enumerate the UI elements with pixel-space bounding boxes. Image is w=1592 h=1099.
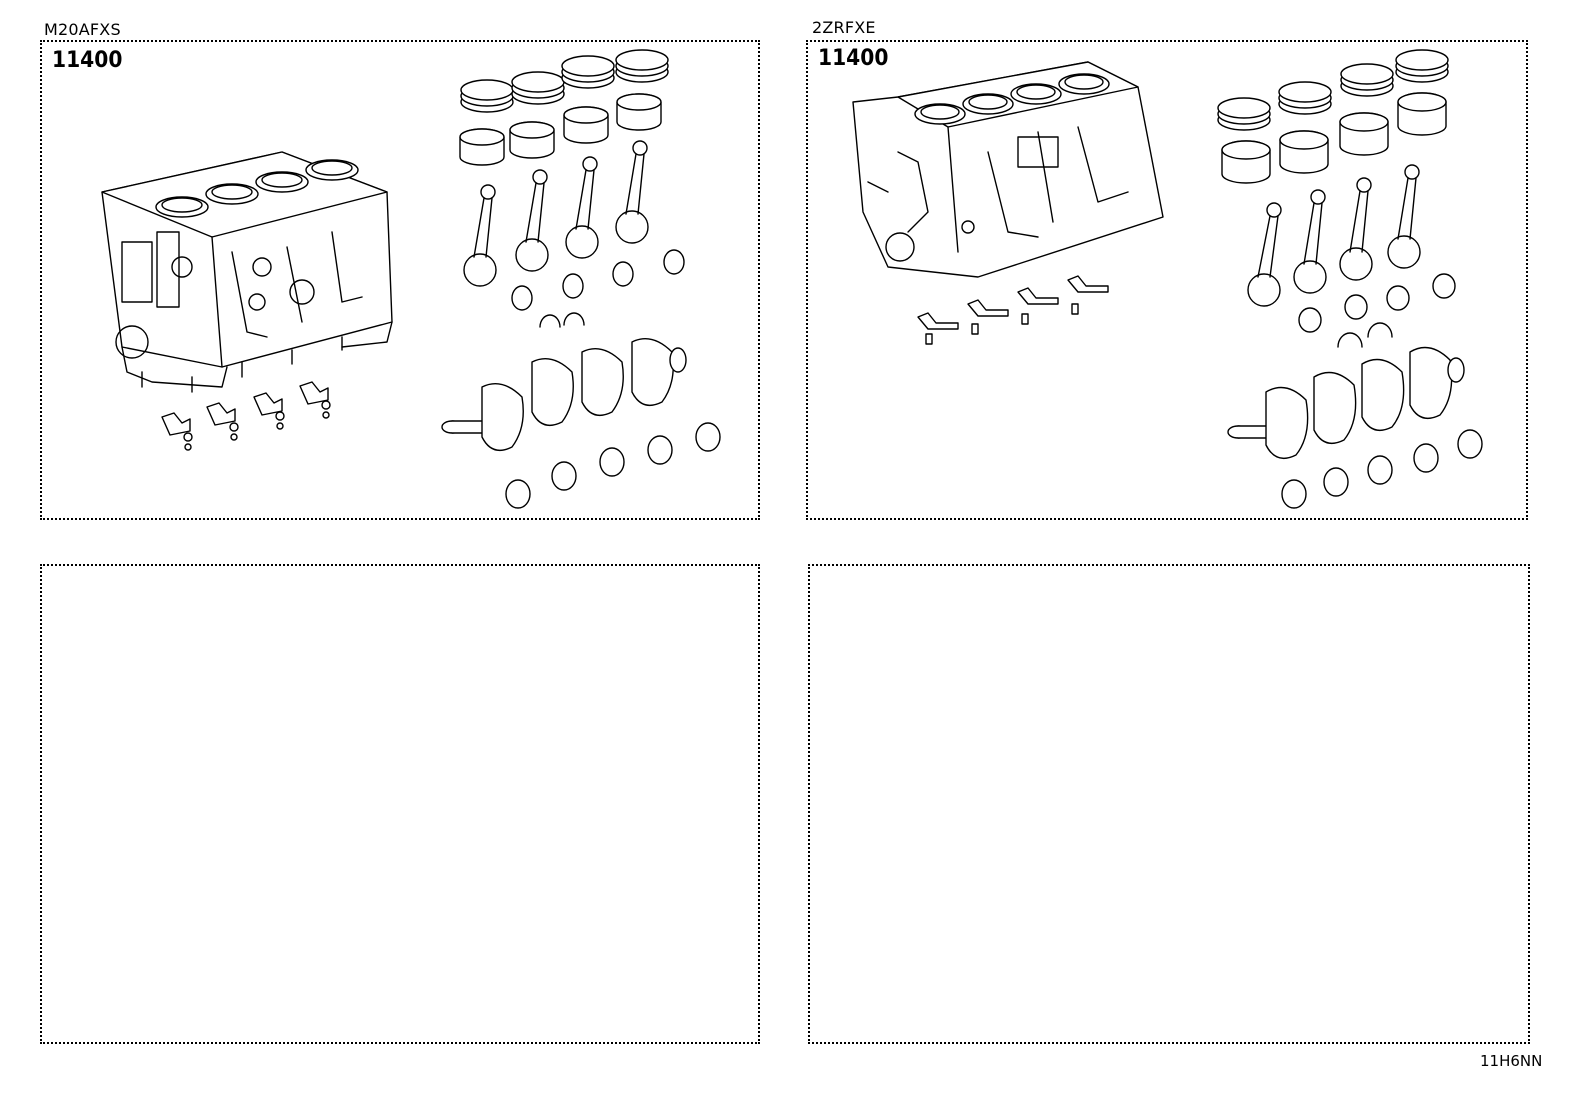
crankshaft-icon[interactable] [1228, 348, 1464, 459]
cylinder-block-icon[interactable] [102, 152, 392, 392]
connecting-rod-icon[interactable] [464, 141, 648, 286]
rod-bearing-icon[interactable] [1299, 274, 1455, 332]
engine-code-label: M20AFXS [44, 20, 121, 39]
rod-bearing-icon[interactable] [512, 250, 684, 310]
connecting-rod-icon[interactable] [1248, 165, 1420, 306]
bearing-cap-icon[interactable] [162, 382, 330, 450]
crankshaft-icon[interactable] [442, 339, 686, 451]
thrust-washer-icon[interactable] [1338, 323, 1392, 347]
illustration-panel-2: 11400 [806, 40, 1528, 520]
thrust-washer-icon[interactable] [540, 313, 584, 327]
main-bearing-icon[interactable] [1282, 430, 1482, 508]
short-block-illustration [808, 42, 1526, 518]
bearing-cap-icon[interactable] [918, 276, 1108, 344]
empty-panel-4 [808, 564, 1530, 1044]
piston-icon[interactable] [460, 94, 661, 165]
illustration-panel-1: 11400 [40, 40, 760, 520]
part-number-label[interactable]: 11400 [818, 46, 889, 71]
piston-ring-icon[interactable] [1218, 50, 1448, 130]
cylinder-block-icon[interactable] [853, 62, 1163, 277]
main-bearing-icon[interactable] [506, 423, 720, 508]
empty-panel-3 [40, 564, 760, 1044]
piston-icon[interactable] [1222, 93, 1446, 183]
short-block-illustration [42, 42, 758, 518]
diagram-code-label: 11H6NN [1480, 1052, 1543, 1070]
part-number-label[interactable]: 11400 [52, 48, 123, 73]
piston-ring-icon[interactable] [461, 50, 668, 112]
engine-code-label: 2ZRFXE [812, 18, 876, 37]
